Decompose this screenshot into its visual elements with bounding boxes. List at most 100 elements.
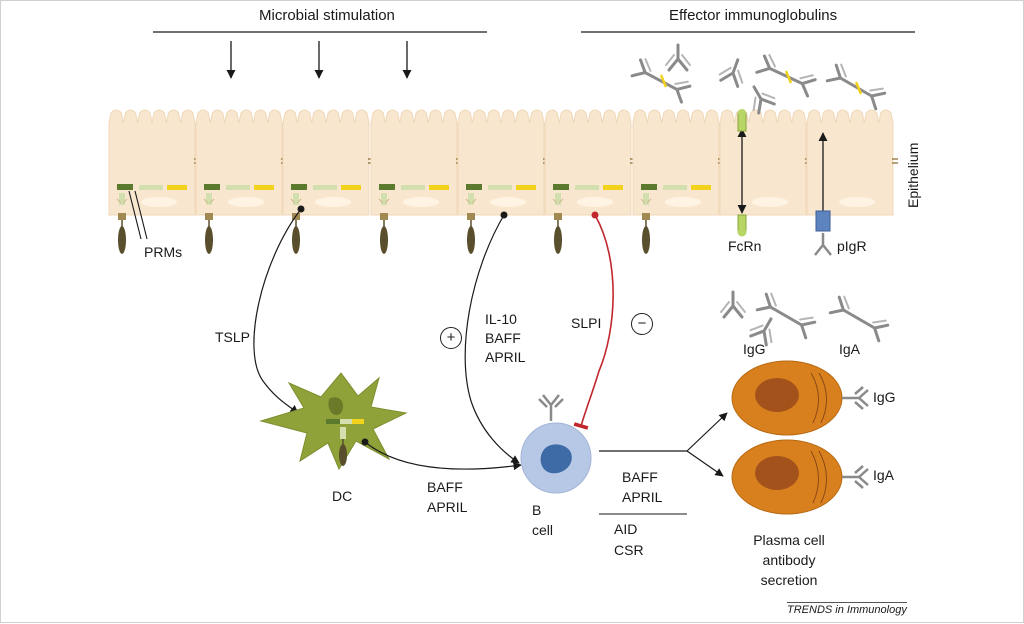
prms-label: PRMs [144, 244, 183, 260]
prm-bar-yellow [603, 185, 623, 190]
cell-nucleus [752, 197, 788, 207]
b-cell-line-2: cell [532, 522, 554, 538]
prm-stalk [555, 193, 561, 205]
cell-nucleus [403, 197, 439, 207]
b-cell-line-1: B [532, 502, 542, 518]
tight-junction [892, 158, 898, 164]
microbial-stimulation-title: Microbial stimulation [259, 7, 395, 24]
prm-tail [118, 226, 126, 254]
epithelial-cell [806, 109, 894, 216]
cell-nucleus [490, 197, 526, 207]
prm-bar-dark [379, 184, 395, 190]
minus-sign: − [631, 313, 653, 335]
pigr-label: pIgR [837, 238, 867, 254]
il10-line-3: APRIL [485, 349, 526, 365]
prm-stalk [381, 193, 387, 205]
dc-label: DC [332, 488, 353, 504]
cell-nucleus [315, 197, 351, 207]
cell-nucleus [228, 197, 264, 207]
tslp-origin-dot [297, 205, 305, 213]
prm-bar-yellow [167, 185, 187, 190]
prm-bar-light [139, 185, 163, 190]
slpi-inhibition-line [573, 214, 614, 430]
prm-bar-dark [466, 184, 482, 190]
dc-b-baff: BAFF [427, 479, 463, 495]
prm-bar-dark [204, 184, 220, 190]
free-igg-label: IgG [743, 341, 766, 357]
il10-origin-dot [500, 211, 508, 219]
plasma-igg-label: IgG [873, 389, 896, 405]
csr-label: CSR [614, 542, 644, 558]
effector-antibodies-top [630, 43, 888, 117]
prm-anchor [642, 213, 650, 220]
prm-bar-yellow [516, 185, 536, 190]
b-cell [520, 394, 592, 494]
prm-bar-yellow [691, 185, 711, 190]
dc-origin-dot [361, 438, 369, 446]
prm-anchor [467, 213, 475, 220]
epithelium-label: Epithelium [905, 142, 921, 208]
epithelium-layer [108, 109, 898, 254]
prm-bar-dark [117, 184, 133, 190]
branch-down-arrow [686, 450, 724, 477]
slpi-origin-dot [591, 211, 599, 219]
free-antibodies [719, 290, 891, 349]
prm-tail [642, 226, 650, 254]
b-plasma-baff: BAFF [622, 469, 658, 485]
prm-bar-light [575, 185, 599, 190]
plasma-cell-iga [731, 439, 869, 515]
prm-anchor [554, 213, 562, 220]
dc-to-b-arrow [364, 441, 522, 471]
cell-nucleus [665, 197, 701, 207]
prm-stalk [206, 193, 212, 205]
prm-tail [467, 226, 475, 254]
plus-sign: + [440, 327, 462, 349]
plasma-line-1: Plasma cell [753, 532, 825, 548]
aid-label: AID [614, 521, 638, 537]
prm-anchor [118, 213, 126, 220]
cell-nucleus [577, 197, 613, 207]
journal-credit: TRENDS in Immunology [787, 602, 907, 616]
prm-bar-light [401, 185, 425, 190]
prms-pointer [128, 190, 148, 240]
fcrn-receptor [737, 109, 747, 237]
tslp-label: TSLP [215, 329, 251, 345]
cell-nucleus [141, 197, 177, 207]
cell-nucleus [839, 197, 875, 207]
prm-stalk [643, 193, 649, 205]
effector-immunoglobulins-title: Effector immunoglobulins [669, 7, 838, 24]
plasma-iga-label: IgA [873, 467, 895, 483]
tslp-arrow [253, 208, 302, 414]
prm-tail [292, 226, 300, 254]
b-plasma-april: APRIL [622, 489, 663, 505]
prm-tail [380, 226, 388, 254]
prm-tail [554, 226, 562, 254]
prm-bar-yellow [429, 185, 449, 190]
prm-bar-light [226, 185, 250, 190]
plasma-cell-igg [731, 360, 869, 436]
prm-bar-yellow [254, 185, 274, 190]
prm-tail [205, 226, 213, 254]
prm-bar-dark [641, 184, 657, 190]
prm-anchor [380, 213, 388, 220]
plasma-line-2: antibody [762, 552, 816, 568]
fcrn-label: FcRn [728, 238, 762, 254]
prm-bar-light [663, 185, 687, 190]
il10-line-2: BAFF [485, 330, 521, 346]
prm-anchor [205, 213, 213, 220]
plasma-line-3: secretion [760, 572, 818, 588]
prm-stalk [119, 193, 125, 205]
prm-bar-light [488, 185, 512, 190]
prm-stalk [468, 193, 474, 205]
prm-bar-dark [553, 184, 569, 190]
prm-bar-dark [291, 184, 307, 190]
branch-up-arrow [686, 412, 728, 452]
prm-stalk [293, 193, 299, 205]
il10-arrow [464, 214, 520, 464]
pigr-receptor [814, 210, 832, 256]
dc-b-april: APRIL [427, 499, 468, 515]
free-iga-label: IgA [839, 341, 861, 357]
il10-line-1: IL-10 [485, 311, 517, 327]
